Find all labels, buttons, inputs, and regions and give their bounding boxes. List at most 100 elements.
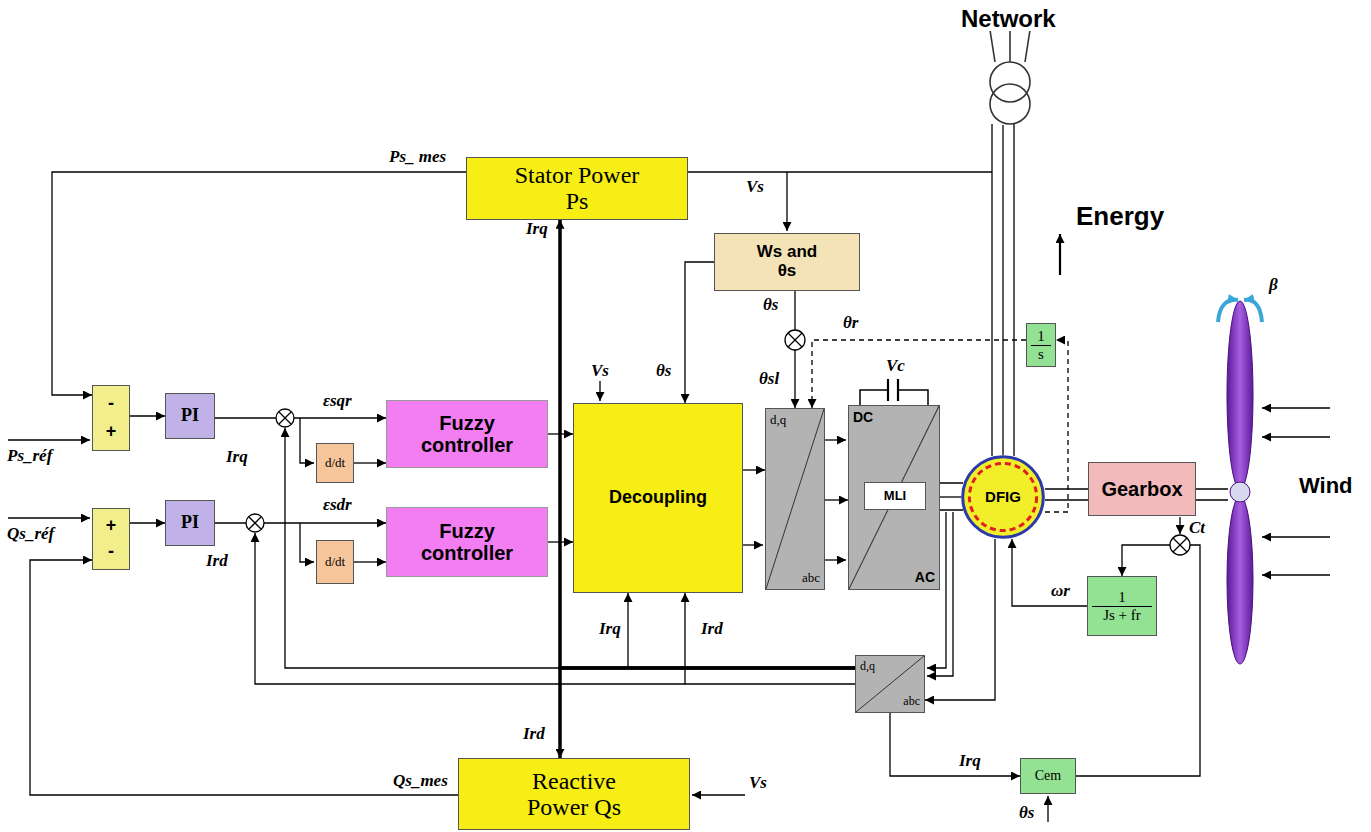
summing-junction [279,412,291,424]
signal-label: Irq [225,448,249,466]
node-label: PI [181,406,199,426]
signal-connector [354,462,386,463]
signal-label: Ct [1188,519,1206,537]
network-transformer [990,62,1030,102]
node-label: DC [853,410,873,425]
node-label: 1 [1031,328,1051,346]
derivative-block: d/dt [316,540,354,584]
signal-wire [825,439,846,440]
park-transform: d,qabc [765,408,825,590]
wind-arrow [1262,536,1330,538]
energy-arrow [1059,234,1061,275]
converter-block: DC AC MLI [848,405,940,590]
network-transformer [992,124,1014,456]
signal-label: θs [655,362,672,380]
signal-connector [825,499,848,500]
signal-connector [685,593,855,684]
signal-label: Ps_réf [6,447,53,465]
signal-label: Irq [958,752,982,770]
summing-junction [1170,535,1190,555]
pi-block: PI [165,500,215,546]
node-label: AC [915,570,935,585]
network-transformer [990,84,1030,124]
signal-label: Irq [525,220,549,238]
power-block: Stator Power Ps [466,157,688,220]
signal-connector [1045,488,1088,489]
fuzzy-block: Fuzzy controller [386,507,548,577]
network-transformer [990,30,1030,456]
signal-label: Qs_mes [392,772,449,790]
signal-connector [1012,539,1087,606]
park-transform: d,q abc [855,655,925,713]
node-label: DFIG [985,489,1021,506]
summing-junction [788,333,802,347]
signal-wire [1196,489,1228,500]
rotor-ring [969,463,1036,530]
signal-wire [8,172,1228,822]
signal-wire [8,439,90,440]
signal-label: Vc [885,357,906,375]
signal-label: θsl [758,370,780,388]
derivative-block: d/dt [316,443,354,483]
node-label: - [108,394,114,414]
node-label: Js + fr [1103,607,1141,624]
signal-label: εsdr [322,496,353,514]
capacitor-symbol [860,379,928,405]
wind-turbine [1218,300,1238,322]
signal-wire [599,381,600,401]
energy-arrow [1059,234,1061,275]
signal-wire [786,172,787,231]
signal-connector [130,522,165,523]
wind-turbine [1227,301,1253,489]
node-label: Gearbox [1101,478,1182,500]
angle-block: Ws and θs [714,233,860,291]
gearbox-block: Gearbox [1088,462,1196,516]
node-label: - [108,542,114,562]
machine-outline [963,457,1044,538]
node-label: Cem [1035,768,1061,783]
signal-connector [628,593,855,668]
signal-label: θr [842,314,859,332]
signal-wire [692,794,745,795]
transform-diagonal [766,409,824,589]
node-label: Fuzzy controller [397,412,537,456]
reactive-power-block: Reactive Power Qs [458,758,690,830]
signal-label: θs [1018,804,1035,822]
signal-label: Ps_ mes [388,148,447,166]
node-label: Stator Power Ps [502,162,652,215]
signal-connector [354,561,386,562]
signal-connector [812,340,1026,408]
summing-junction [276,409,294,427]
signal-connector [215,417,386,418]
transform-diagonal [856,656,924,712]
node-label: s [1038,346,1044,363]
signal-wire [743,544,763,545]
node-label: d,q [860,660,875,673]
wind-turbine [1244,300,1262,322]
wind-arrow [1262,436,1330,438]
transform-diagonal [766,409,824,589]
summing-junction [246,514,264,532]
integrator-block: 1s [1026,323,1056,367]
pi-block: PI [165,393,215,439]
node-label: d/dt [325,555,345,569]
signal-label: Ird [700,620,724,638]
wind-turbine [1230,482,1250,502]
decoupling-block: Decoupling [573,403,743,593]
node-label: abc [903,695,920,708]
signal-connector [30,560,458,795]
signal-connector [215,522,386,523]
torque-block: Cem [1020,758,1076,794]
summing-junction [249,517,261,529]
node-label: abc [802,571,820,585]
node-label: Fuzzy controller [397,520,537,564]
node-label: d/dt [325,456,345,470]
dfig-machine: DFIG [961,455,1045,539]
summing-junction [785,330,805,350]
inverter-box: MLI [864,482,926,510]
wind-turbine [1227,496,1253,664]
summing-junction [1173,538,1187,552]
signal-connector [890,713,1020,776]
signal-connector [52,172,466,395]
